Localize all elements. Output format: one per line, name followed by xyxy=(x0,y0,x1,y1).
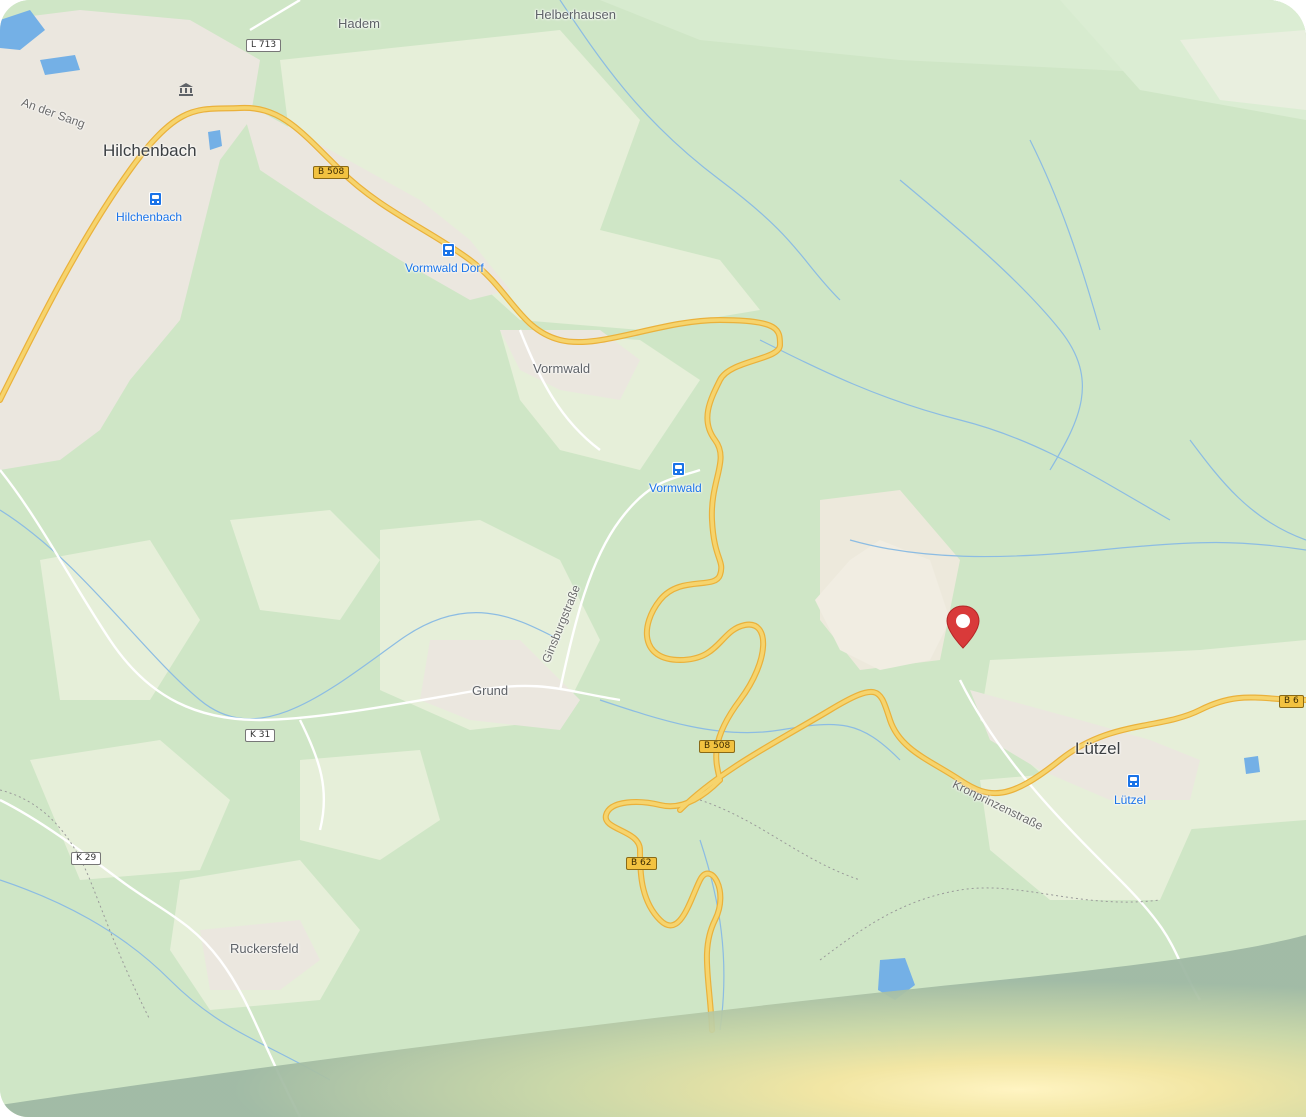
station-label-hilchenbach[interactable]: Hilchenbach xyxy=(116,210,183,224)
map-pin-icon[interactable] xyxy=(944,604,982,650)
road-shield-k29: K 29 xyxy=(71,852,102,865)
museum-icon[interactable] xyxy=(179,83,193,96)
place-label-hadem: Hadem xyxy=(338,16,380,31)
road-shield-l713: L 713 xyxy=(246,39,282,52)
place-label-hilchenbach: Hilchenbach xyxy=(103,141,197,160)
place-label-ruckersfeld: Ruckersfeld xyxy=(230,941,299,956)
station-label-vormwald-dorf[interactable]: Vormwald Dorf xyxy=(405,261,484,275)
train-station-icon[interactable] xyxy=(1127,774,1140,788)
train-station-icon[interactable] xyxy=(442,243,455,257)
streams xyxy=(0,0,1306,1081)
place-label-grund: Grund xyxy=(472,683,509,698)
road-shield-k31: K 31 xyxy=(245,729,276,742)
road-shield-b508: B 508 xyxy=(699,740,736,753)
road-shield-b508: B 508 xyxy=(313,166,350,179)
station-label-luetzel[interactable]: Lützel xyxy=(1114,793,1147,807)
clearing-area xyxy=(815,540,950,670)
place-label-luetzel: Lützel xyxy=(1075,739,1121,758)
station-label-vormwald[interactable]: Vormwald xyxy=(649,481,702,495)
boundary-lines xyxy=(0,789,1161,1021)
place-label-vormwald: Vormwald xyxy=(533,361,591,376)
road-shield-b62: B 62 xyxy=(626,857,657,870)
place-label-helberhausen: Helberhausen xyxy=(535,7,616,22)
train-station-icon[interactable] xyxy=(672,462,685,476)
road-shield-b6: B 6 xyxy=(1279,695,1304,708)
train-station-icon[interactable] xyxy=(149,192,162,206)
